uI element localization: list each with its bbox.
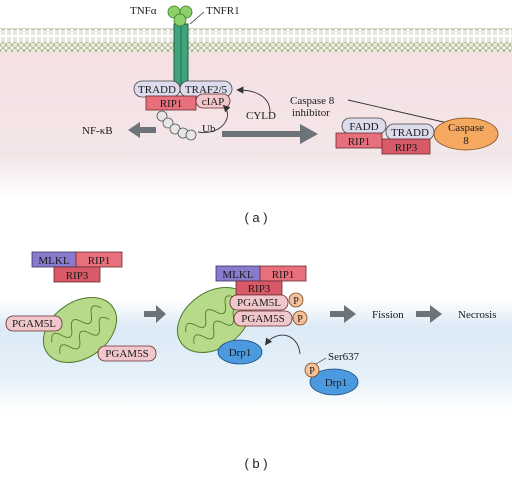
ciap-box [195, 93, 231, 109]
pgam5l-label-2: PGAM5L [237, 297, 281, 309]
panel-a: TNFα TNFR1 TRADD TRAF2/5 RIP1 cIAP Ub NF… [0, 5, 512, 225]
fadd-label: FADD [349, 121, 378, 133]
phospho-label-2: P [297, 314, 303, 325]
ub-label: Ub [202, 123, 216, 135]
tnfr1-label: TNFR1 [206, 5, 240, 17]
phospho-badge-1 [288, 292, 304, 308]
rip1-label-a2: RIP1 [348, 136, 371, 148]
drp1-oval-1 [217, 339, 263, 365]
rip3-label-b1: RIP3 [66, 270, 89, 282]
tnfa-ligand [167, 5, 193, 27]
phospho-badge-3 [304, 362, 320, 378]
phospho-label-1: P [293, 296, 299, 307]
complex-two-arrow [222, 124, 318, 144]
panel-b: MLKL RIP1 RIP3 PGAM5L PGAM5S MLKL RIP1 R… [0, 251, 512, 471]
cyld-label: CYLD [246, 110, 276, 122]
dephosphorylation-arrow [264, 334, 301, 355]
pgam5l-box-2 [229, 294, 289, 311]
rip1-label-b2: RIP1 [272, 269, 295, 281]
tradd-label: TRADD [138, 84, 176, 96]
ciap-ub-arrow [197, 104, 231, 133]
arrow-b-2 [330, 305, 356, 323]
mlkl-label-1: MLKL [38, 255, 69, 267]
rip3-label-a: RIP3 [395, 142, 418, 154]
fission-label: Fission [372, 309, 404, 321]
caspase-inhibitor-line2: inhibitor [292, 107, 330, 119]
nfkb-label: NF-κB [82, 125, 113, 137]
nfkb-arrow [128, 122, 156, 138]
caspase-inhibitor-line1: Caspase 8 [290, 95, 335, 107]
pgam5s-label-2: PGAM5S [241, 313, 284, 325]
tnfa-label: TNFα [130, 5, 157, 17]
necrosis-label: Necrosis [458, 309, 497, 321]
rip3-box-a [381, 138, 431, 155]
ciap-label: cIAP [202, 96, 225, 108]
drp1-label-2: Drp1 [325, 377, 348, 389]
drp1-oval-2 [309, 368, 359, 396]
caspase8-line2: 8 [463, 135, 469, 147]
ubiquitin-chain [156, 110, 197, 141]
ser637-label: Ser637 [328, 351, 360, 363]
rip1-label-a: RIP1 [160, 98, 183, 110]
traf-label: TRAF2/5 [185, 84, 228, 96]
caspase8-oval [433, 117, 499, 151]
cytosol-background-a [0, 50, 512, 200]
plasma-membrane [0, 28, 512, 52]
mitochondrion-1 [43, 297, 117, 363]
pgam5s-box-2 [233, 310, 293, 327]
caspase-inhibition-line [347, 99, 453, 125]
mlkl-label-2: MLKL [222, 269, 253, 281]
rip3-label-b2: RIP3 [248, 283, 271, 295]
rip3-box-b1 [53, 266, 101, 283]
drp1-label-1: Drp1 [229, 347, 252, 359]
pgam5s-box-1 [97, 345, 157, 362]
rip1-label-b1: RIP1 [88, 255, 111, 267]
panel-b-caption: ( b ) [244, 456, 267, 471]
pgam5l-box-1 [5, 315, 63, 332]
cyld-inhibition-curve [236, 86, 271, 113]
phospho-badge-2 [292, 310, 308, 326]
arrow-b-1 [144, 305, 166, 323]
phospho-label-3: P [309, 366, 315, 377]
arrow-b-3 [416, 305, 442, 323]
tradd-label-2: TRADD [391, 127, 429, 139]
rip1-box-b2 [259, 265, 307, 282]
pgam5l-label-1: PGAM5L [12, 318, 56, 330]
pgam5s-label-1: PGAM5S [105, 348, 148, 360]
caspase8-line1: Caspase [448, 122, 484, 134]
panel-a-caption: ( a ) [244, 210, 267, 225]
